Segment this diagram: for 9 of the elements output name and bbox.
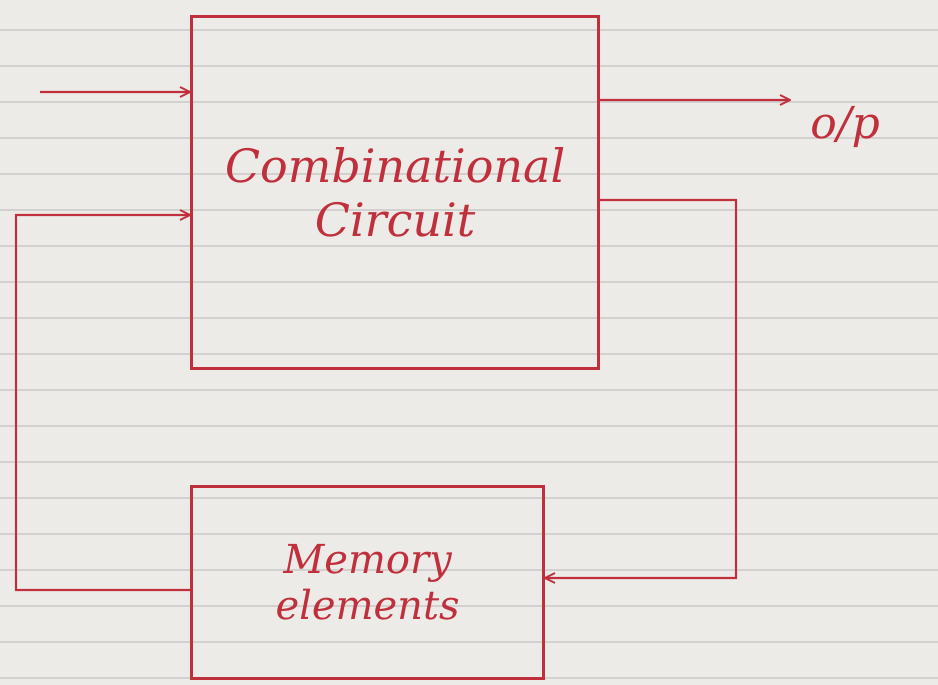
arrow: [600, 94, 791, 106]
node-text: o/p: [810, 98, 880, 148]
arrow: [14, 209, 191, 592]
memory-box: [190, 485, 545, 680]
node-text: Combinational Circuit: [224, 138, 566, 246]
circuit-box: [190, 15, 600, 370]
node-text: Memory elements: [274, 536, 461, 628]
arrow: [40, 86, 191, 98]
arrow: [544, 198, 738, 584]
